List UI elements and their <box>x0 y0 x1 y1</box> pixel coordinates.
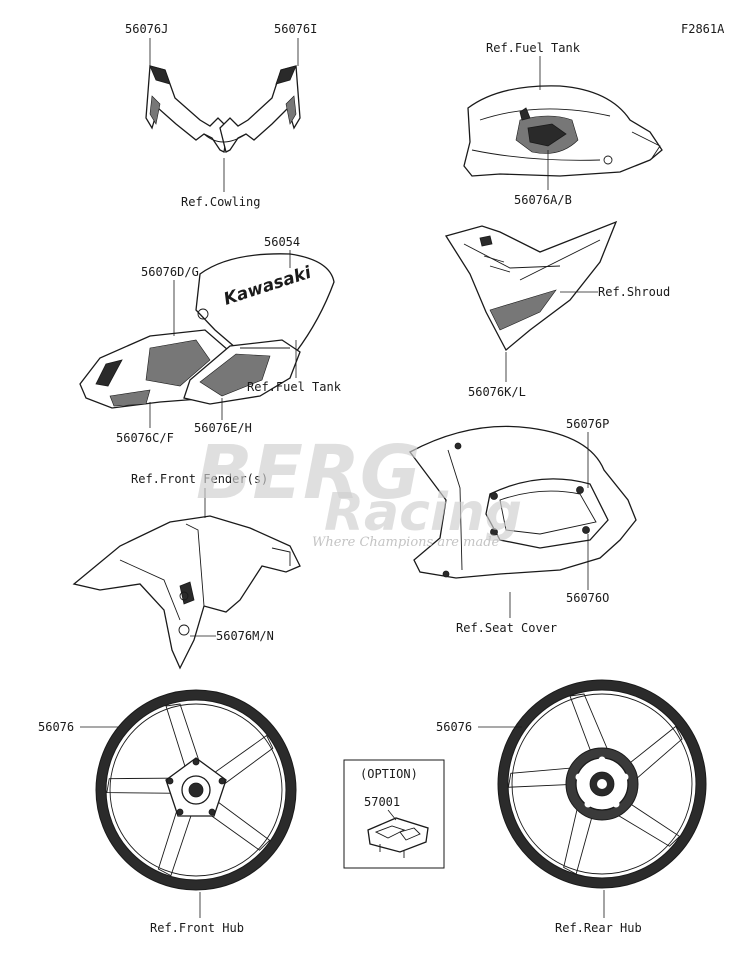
tank-side-decals: Kawasaki <box>79 253 335 409</box>
watermark-tagline: Where Champions are made <box>312 535 500 550</box>
label-ref-seat-cover: Ref.Seat Cover <box>456 621 557 635</box>
label-56076CF: 56076C/F <box>116 431 174 445</box>
label-56076O: 56076O <box>566 591 609 605</box>
figure-code: F2861A <box>681 22 725 36</box>
label-56076EH: 56076E/H <box>194 421 252 435</box>
label-ref-rear-hub: Ref.Rear Hub <box>555 921 642 935</box>
label-56076DG: 56076D/G <box>141 265 199 279</box>
watermark-berg: BERG <box>196 430 421 516</box>
label-56076J: 56076J <box>125 22 168 36</box>
label-ref-front-hub: Ref.Front Hub <box>150 921 244 935</box>
shroud-decal <box>444 220 618 352</box>
label-option: (OPTION) <box>360 767 418 781</box>
label-56054: 56054 <box>264 235 300 249</box>
label-57001: 57001 <box>364 795 400 809</box>
label-56076-rear: 56076 <box>436 720 472 734</box>
rear-wheel <box>497 679 707 889</box>
fuel-tank-top <box>463 85 663 177</box>
label-ref-front-fender: Ref.Front Fender(s) <box>131 472 268 486</box>
label-56076I: 56076I <box>274 22 317 36</box>
label-56076AB: 56076A/B <box>514 193 572 207</box>
label-ref-fuel-tank-top: Ref.Fuel Tank <box>486 41 581 55</box>
label-56076P: 56076P <box>566 417 609 431</box>
label-56076-front: 56076 <box>38 720 74 734</box>
cowling-decals <box>145 65 301 153</box>
leader-57001 <box>387 809 397 821</box>
label-ref-fuel-tank-mid: Ref.Fuel Tank <box>247 380 342 394</box>
option-box <box>343 759 445 869</box>
seat-cover-decals <box>409 425 637 579</box>
label-56076MN: 56076M/N <box>216 629 274 643</box>
label-ref-cowling: Ref.Cowling <box>181 195 260 209</box>
watermark-racing: Racing <box>324 483 522 543</box>
label-56076KL: 56076K/L <box>468 385 526 399</box>
front-wheel <box>95 689 297 891</box>
watermark: BERG Racing Where Champions are made <box>196 430 522 550</box>
label-ref-shroud: Ref.Shroud <box>598 285 670 299</box>
front-fender-decals <box>72 515 301 670</box>
